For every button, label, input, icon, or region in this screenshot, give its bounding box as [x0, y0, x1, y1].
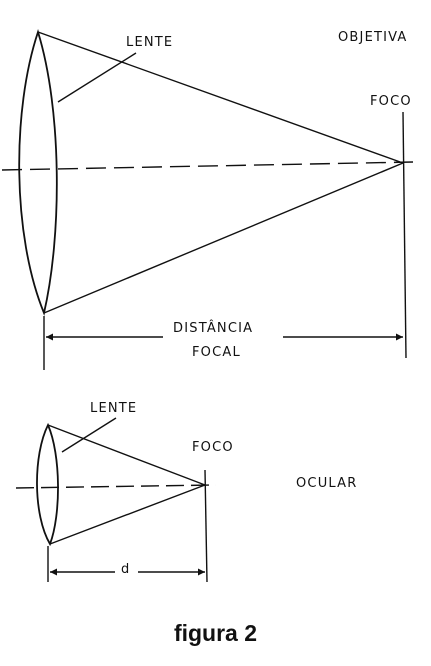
objective-title: OBJETIVA: [338, 30, 408, 45]
objective-focus-label: FOCO: [370, 94, 412, 109]
objective-lower-ray: [43, 162, 404, 314]
eyepiece-title: OCULAR: [296, 476, 358, 491]
objective-lens: [18, 29, 58, 316]
eyepiece-dimension-label: d: [121, 562, 130, 577]
eyepiece-group: [15, 417, 217, 583]
figure-caption: figura 2: [173, 620, 258, 646]
objective-lens-label: LENTE: [126, 35, 174, 50]
objective-dimension-label-line2: FOCAL: [192, 345, 241, 360]
objective-optical-axis: [1, 161, 414, 171]
objective-dimension-label-line1: DISTÂNCIA: [173, 321, 254, 336]
objective-lens-leader-line: [57, 52, 137, 103]
eyepiece-focus-marker: [204, 469, 208, 583]
objective-group: [1, 29, 414, 370]
eyepiece-lens: [36, 422, 59, 547]
objective-upper-ray: [37, 31, 404, 164]
objective-focus-marker: [402, 111, 407, 359]
eyepiece-focus-label: FOCO: [192, 440, 234, 455]
eyepiece-optical-axis: [15, 484, 217, 489]
eyepiece-lens-label: LENTE: [90, 401, 138, 416]
eyepiece-lower-ray: [49, 484, 206, 545]
eyepiece-upper-ray: [47, 424, 206, 486]
eyepiece-lens-leader-line: [61, 417, 117, 453]
